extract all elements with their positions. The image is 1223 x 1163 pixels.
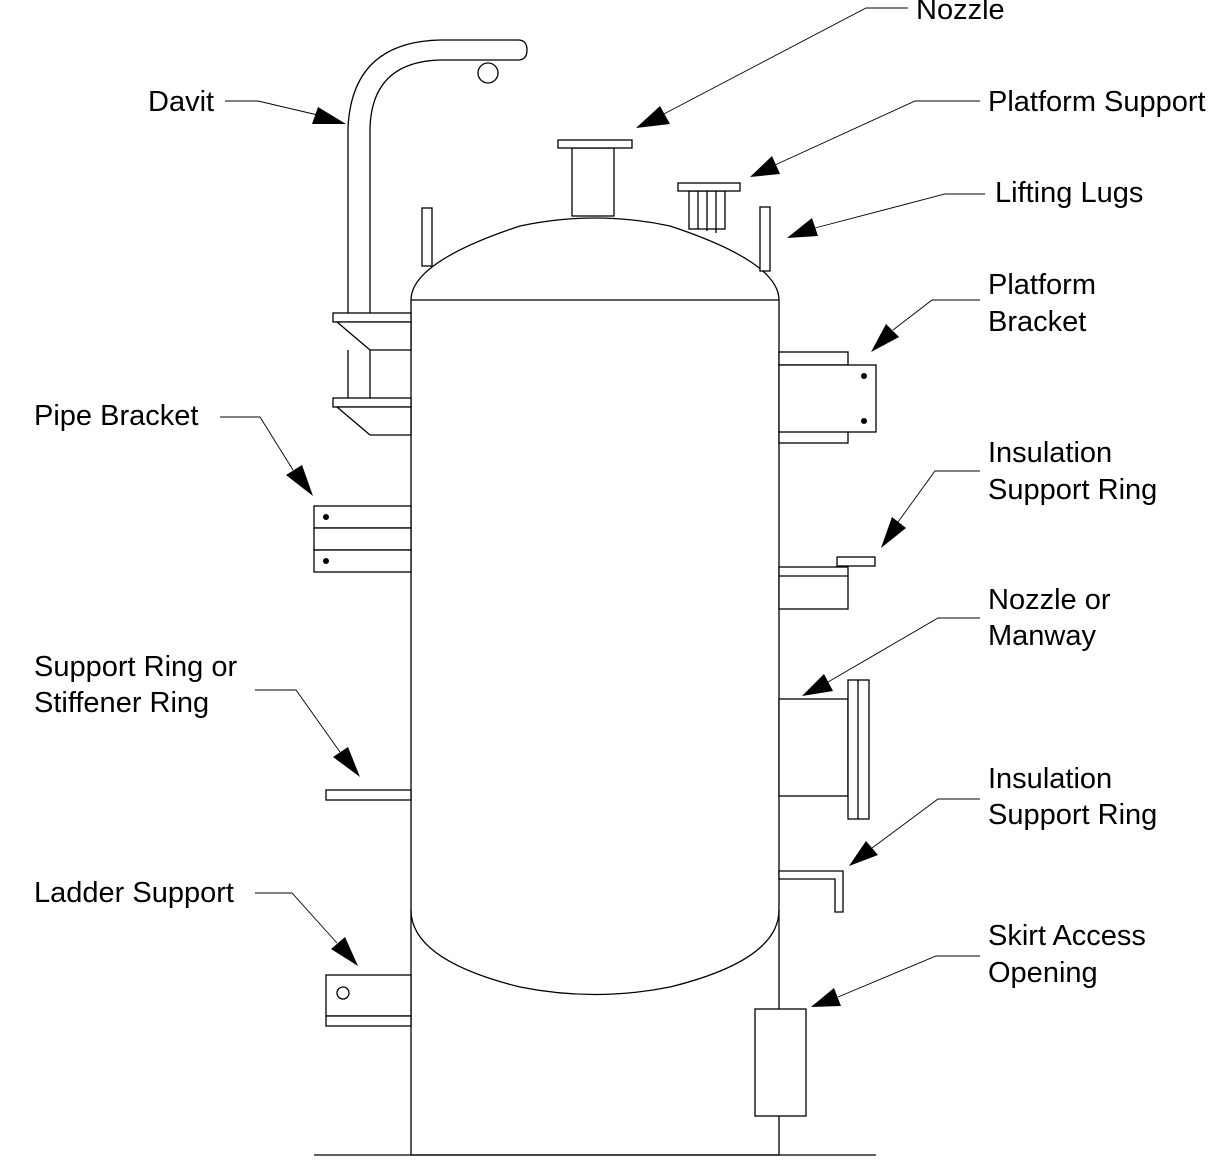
arrow-nozzle [636, 106, 670, 128]
label-manway-line1: Nozzle or [988, 584, 1111, 616]
arrow-lifting-lugs [787, 218, 818, 238]
label-stiffener-ring-line2: Stiffener Ring [34, 687, 209, 719]
platform-bracket [778, 351, 877, 444]
lifting-lugs [421, 206, 771, 272]
label-pipe-bracket: Pipe Bracket [34, 400, 198, 432]
ladder-support [325, 974, 412, 1027]
label-platform-bracket-line2: Bracket [988, 306, 1086, 338]
stiffener-ring [325, 789, 412, 801]
leader-davit [225, 100, 323, 117]
skirt-access-opening [754, 1008, 807, 1117]
arrow-platform-support [750, 156, 780, 177]
vessel [314, 217, 876, 1156]
leader-stiffener-ring [255, 689, 341, 753]
label-platform-bracket-line1: Platform [988, 269, 1096, 301]
vessel-shell [410, 217, 780, 1156]
leader-platform-support [774, 100, 980, 166]
arrow-skirt-access [811, 988, 841, 1007]
leader-nozzle [659, 7, 908, 117]
arrow-pipe-bracket [286, 465, 313, 496]
label-lifting-lugs: Lifting Lugs [995, 177, 1143, 209]
label-skirt-access-line2: Opening [988, 957, 1098, 989]
labels: Nozzle Davit Platform Support Lifting Lu… [34, 0, 1206, 989]
arrow-manway [802, 674, 833, 696]
arrow-insulation-ring-lower [849, 841, 878, 866]
label-insulation-ring-upper-line1: Insulation [988, 437, 1112, 469]
davit [332, 39, 528, 436]
label-manway-line2: Manway [988, 620, 1096, 652]
leader-lifting-lugs [814, 193, 985, 229]
arrow-stiffener-ring [333, 747, 360, 777]
label-insulation-ring-upper-line2: Support Ring [988, 474, 1157, 506]
arrow-ladder-support [331, 937, 358, 966]
label-ladder-support: Ladder Support [34, 877, 234, 909]
leader-lines [220, 7, 985, 1007]
label-nozzle: Nozzle [916, 0, 1005, 26]
arrow-insulation-ring-upper [881, 517, 906, 548]
label-insulation-ring-lower-line1: Insulation [988, 763, 1112, 795]
label-insulation-ring-lower-line2: Support Ring [988, 799, 1157, 831]
top-nozzle [557, 139, 633, 217]
insulation-support-ring-lower-part [778, 870, 844, 913]
leader-ladder-support [255, 892, 338, 944]
leader-manway [827, 617, 980, 683]
label-stiffener-ring-line1: Support Ring or [34, 651, 237, 683]
leader-insulation-ring-upper [897, 470, 980, 523]
arrow-davit [312, 107, 346, 124]
leader-pipe-bracket [220, 416, 294, 471]
leader-platform-bracket [892, 299, 980, 331]
bottom-head [410, 909, 780, 996]
label-skirt-access-line1: Skirt Access [988, 920, 1146, 952]
pipe-bracket [313, 505, 412, 573]
leader-skirt-access [837, 955, 980, 998]
insulation-support-ring-upper-part [778, 556, 876, 610]
manway [778, 679, 870, 820]
label-platform-support: Platform Support [988, 86, 1206, 118]
leader-insulation-ring-lower [871, 798, 980, 849]
platform-support [677, 182, 741, 233]
label-davit: Davit [148, 86, 214, 118]
arrow-platform-bracket [871, 324, 899, 352]
